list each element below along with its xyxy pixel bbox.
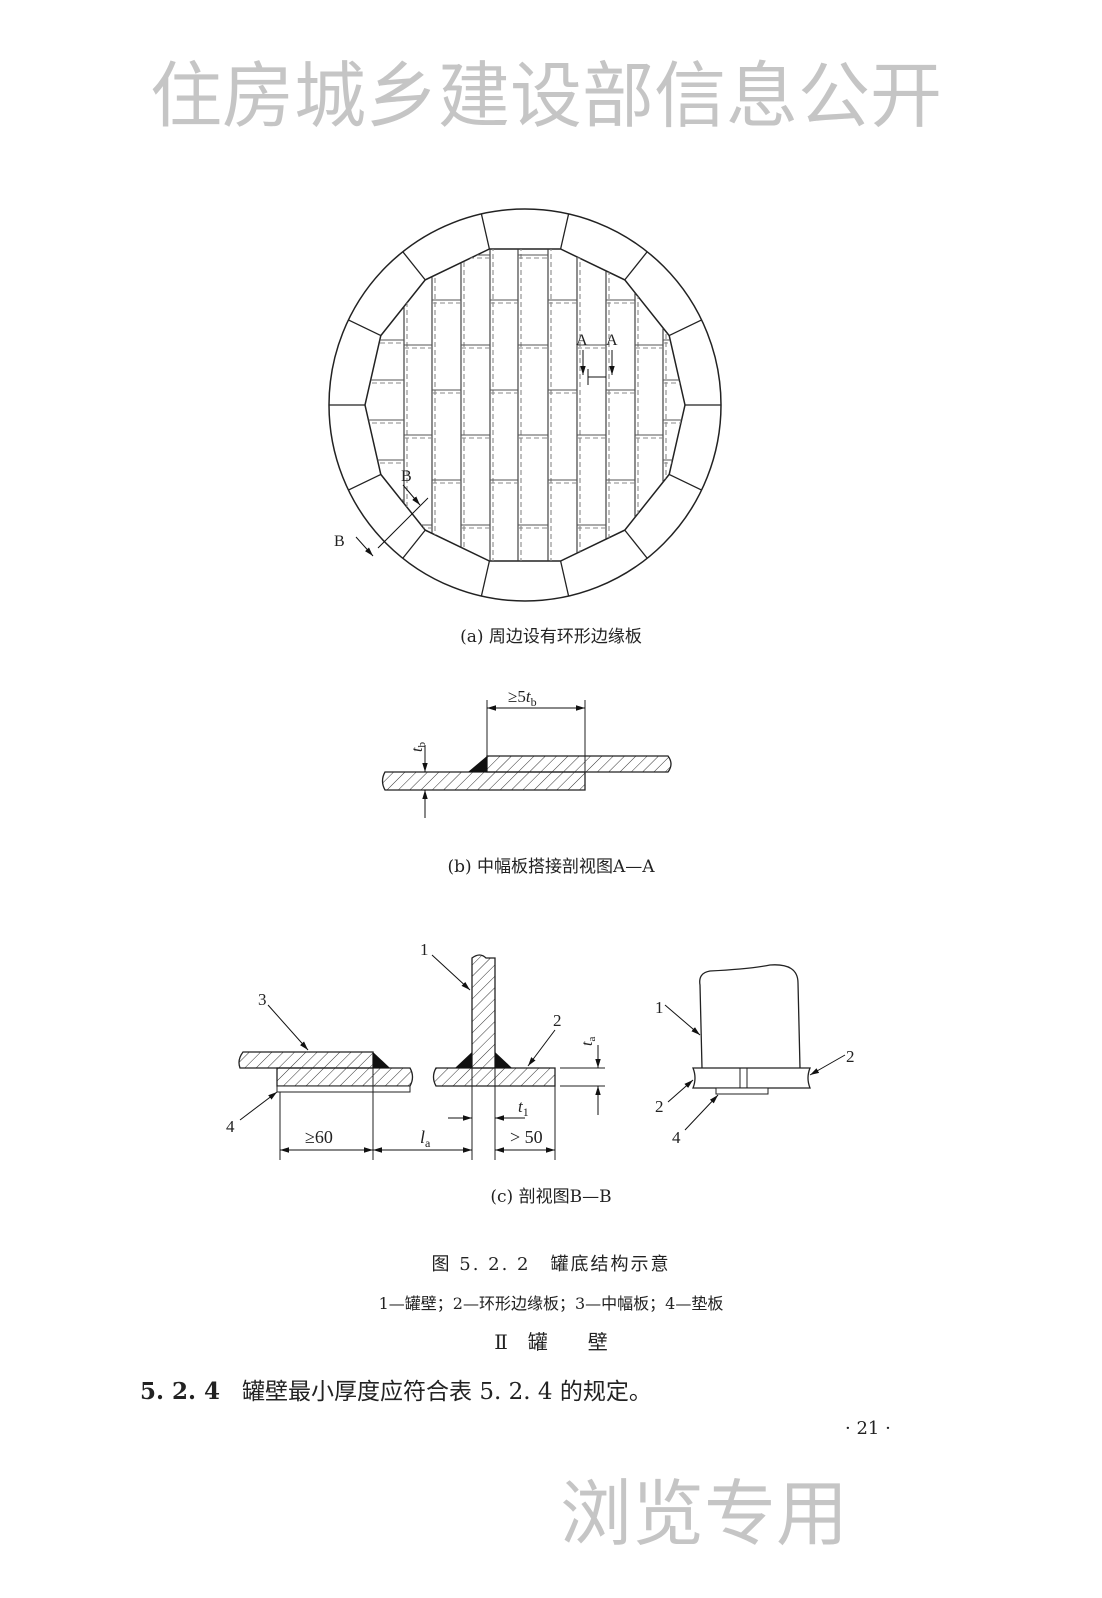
section-label-b-upper: B bbox=[401, 468, 412, 485]
figure-a-caption: (a) 周边设有环形边缘板 bbox=[460, 627, 642, 647]
section-b-b: ≥60 la > 50 t1 ta 1 3 2 4 bbox=[226, 940, 605, 1160]
section-mark-b: B B bbox=[334, 468, 429, 557]
detail-callout-2-right: 2 bbox=[846, 1047, 855, 1066]
annular-plate-left bbox=[276, 1067, 414, 1087]
upper-plate bbox=[486, 755, 672, 773]
annular-plate-joints bbox=[329, 213, 721, 597]
clause-paragraph: 5. 2. 4 罐壁最小厚度应符合表 5. 2. 4 的规定。 bbox=[140, 1372, 652, 1406]
annular-joint-line bbox=[668, 473, 702, 491]
fillet-weld bbox=[468, 756, 487, 772]
tank-bottom-plan-view: A A B B bbox=[328, 208, 722, 602]
annular-joint-line bbox=[480, 560, 491, 597]
middle-plates bbox=[365, 249, 685, 561]
section-label-a-right: A bbox=[606, 332, 618, 349]
callout-4: 4 bbox=[226, 1117, 235, 1136]
annular-joint-line bbox=[348, 319, 382, 337]
dim-50-label: > 50 bbox=[510, 1127, 543, 1147]
callout-2: 2 bbox=[553, 1011, 562, 1030]
section-label-b-lower: B bbox=[334, 533, 345, 550]
middle-plate-3 bbox=[238, 1051, 374, 1069]
section-mark-a: A A bbox=[576, 332, 618, 385]
annular-joint-line bbox=[559, 560, 570, 597]
dim-ta-label: ta bbox=[579, 1037, 598, 1046]
page-number: · 21 · bbox=[845, 1418, 891, 1439]
detail-callout-2-left: 2 bbox=[655, 1097, 664, 1116]
annular-joint-line bbox=[348, 473, 382, 491]
annular-joint-line bbox=[624, 251, 648, 281]
tank-outline bbox=[328, 208, 722, 602]
annular-plate-right bbox=[432, 1067, 556, 1087]
dim-60-label: ≥60 bbox=[305, 1127, 333, 1147]
figure-c-caption: (c) 剖视图B—B bbox=[490, 1187, 612, 1207]
section-heading: Ⅱ 罐 壁 bbox=[494, 1330, 608, 1354]
annular-joint-line bbox=[624, 529, 648, 559]
backing-plate bbox=[276, 1085, 411, 1093]
section-label-a-left: A bbox=[576, 332, 588, 349]
detail-callout-1: 1 bbox=[655, 998, 664, 1017]
watermark-line-2: 浏览专用 bbox=[560, 1472, 849, 1556]
clause-number: 5. 2. 4 bbox=[140, 1378, 221, 1405]
figure-title: 图 5. 2. 2 罐底结构示意 bbox=[431, 1254, 671, 1275]
clause-text: 罐壁最小厚度应符合表 5. 2. 4 的规定。 bbox=[242, 1379, 652, 1405]
annular-joint-line bbox=[402, 529, 426, 559]
annular-joint-line bbox=[402, 251, 426, 281]
annular-joint-line bbox=[559, 213, 570, 250]
watermark-line-1: 住房城乡建设部信息公开 bbox=[150, 54, 943, 138]
callout-1: 1 bbox=[420, 940, 429, 959]
callout-3: 3 bbox=[258, 990, 267, 1009]
lower-plate bbox=[381, 771, 586, 791]
tank-wall bbox=[471, 954, 496, 1069]
wall-detail-view: 1 2 2 4 bbox=[655, 964, 855, 1147]
dim-t1-label: t1 bbox=[518, 1097, 529, 1119]
lap-joint-section: ≥5tb tb bbox=[381, 687, 672, 818]
figure-b-caption: (b) 中幅板搭接剖视图A—A bbox=[447, 857, 655, 877]
dim-la-label: la bbox=[420, 1127, 431, 1150]
detail-callout-4: 4 bbox=[672, 1128, 681, 1147]
annular-joint-line bbox=[480, 213, 491, 250]
overlap-dimension-label: ≥5tb bbox=[508, 687, 537, 709]
annular-joint-line bbox=[668, 319, 702, 337]
annular-plate-inner-edge bbox=[364, 248, 686, 562]
figure-legend: 1—罐壁；2—环形边缘板；3—中幅板；4—垫板 bbox=[378, 1294, 724, 1313]
thickness-label: tb bbox=[409, 742, 428, 752]
